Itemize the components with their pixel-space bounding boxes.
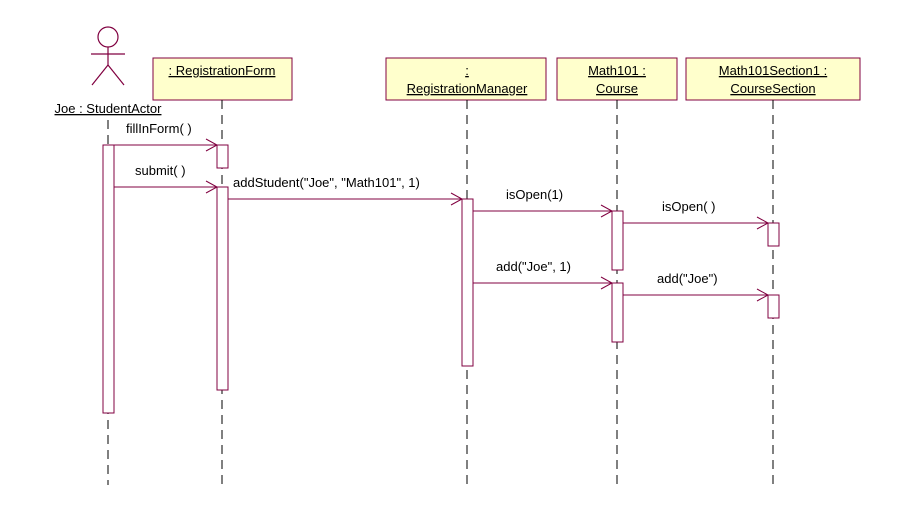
activation-course-add	[611, 282, 624, 343]
message-submit: submit( )	[114, 163, 219, 194]
actor-stick-figure-icon	[91, 26, 125, 86]
message-isopen-section: isOpen( )	[623, 199, 770, 230]
activation-section-add	[767, 294, 780, 319]
actor-label: Joe : StudentActor	[55, 101, 163, 116]
activation-form-submit	[216, 186, 229, 391]
message-fillinform: fillInForm( )	[114, 121, 219, 152]
message-label: add("Joe", 1)	[496, 259, 571, 274]
activation-manager	[461, 198, 474, 367]
object-math101-course: Math101 : Course	[556, 57, 678, 101]
message-label: isOpen(1)	[506, 187, 563, 202]
object-label-line: : RegistrationForm	[169, 63, 276, 78]
activation-form-fillinform	[216, 144, 229, 169]
activation-course-isopen	[611, 210, 624, 271]
message-label: addStudent("Joe", "Math101", 1)	[233, 175, 420, 190]
activation-actor	[102, 144, 115, 414]
object-label-line: CourseSection	[730, 81, 815, 96]
object-label-line: :	[465, 63, 469, 78]
message-label: submit( )	[135, 163, 186, 178]
message-add-joe-1: add("Joe", 1)	[473, 259, 614, 290]
object-label-line: RegistrationManager	[407, 81, 528, 96]
object-label-line: Math101 :	[588, 63, 646, 78]
object-label-line: Course	[596, 81, 638, 96]
message-add-joe: add("Joe")	[623, 271, 770, 302]
message-label: add("Joe")	[657, 271, 718, 286]
activation-section-isopen	[767, 222, 780, 247]
object-label-line: Math101Section1 :	[719, 63, 827, 78]
object-registration-form: : RegistrationForm	[152, 57, 293, 101]
object-registration-manager: : RegistrationManager	[385, 57, 547, 101]
message-isopen-1: isOpen(1)	[473, 187, 614, 218]
object-math101section1-coursesection: Math101Section1 : CourseSection	[685, 57, 861, 101]
message-label: fillInForm( )	[126, 121, 192, 136]
message-label: isOpen( )	[662, 199, 715, 214]
message-addstudent: addStudent("Joe", "Math101", 1)	[228, 175, 464, 206]
